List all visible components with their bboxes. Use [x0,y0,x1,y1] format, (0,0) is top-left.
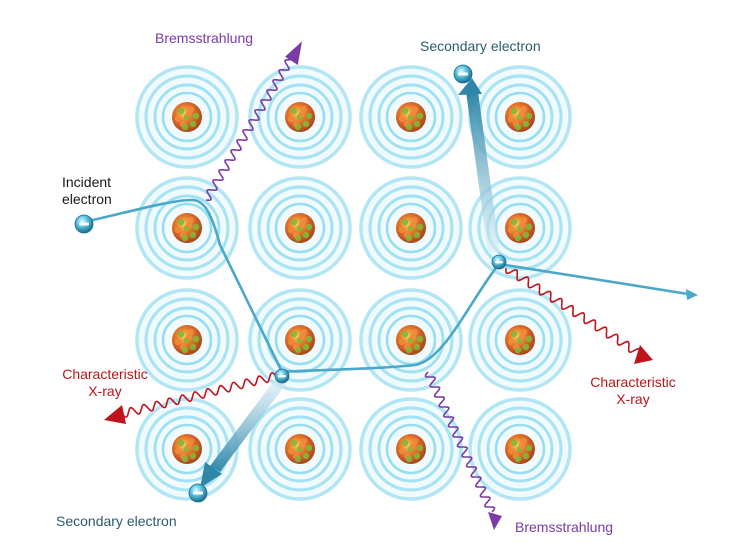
label-secondary-electron-top: Secondary electron [420,38,541,54]
collision-electron-right [491,254,507,270]
incident-electron-particle [74,214,94,234]
secondary-electron-particle-top [453,64,473,84]
atom [248,176,352,280]
atom [135,65,239,169]
characteristic-xray-wave-right [505,267,653,364]
atom [359,397,463,501]
label-incident-electron: Incident electron [62,174,112,207]
characteristic-xray-wave-left [104,372,277,424]
label-characteristic-xray-left: Characteristic X-ray [62,366,148,399]
atom [248,65,352,169]
atom [135,176,239,280]
label-secondary-electron-bottom: Secondary electron [56,513,177,529]
atom [248,288,352,392]
label-bremsstrahlung-top: Bremsstrahlung [155,30,254,46]
label-bremsstrahlung-bottom: Bremsstrahlung [515,519,614,535]
atom-lattice [135,65,572,501]
secondary-electron-particle-bottom [188,483,208,503]
bremsstrahlung-wave-bottom [424,371,502,530]
atom [468,397,572,501]
atom [359,65,463,169]
atom [468,288,572,392]
secondary-electron-arrow-bottom [200,378,286,488]
secondary-electron-arrow-top [458,78,500,252]
collision-electron-mid [274,368,290,384]
incident-electron-path [82,198,698,374]
label-characteristic-xray-right: Characteristic X-ray [590,374,676,407]
atom [135,288,239,392]
atom [359,288,463,392]
atom [359,176,463,280]
atom [468,65,572,169]
bremsstrahlung-wave-top [205,41,302,201]
atom [468,176,572,280]
atom [248,397,352,501]
